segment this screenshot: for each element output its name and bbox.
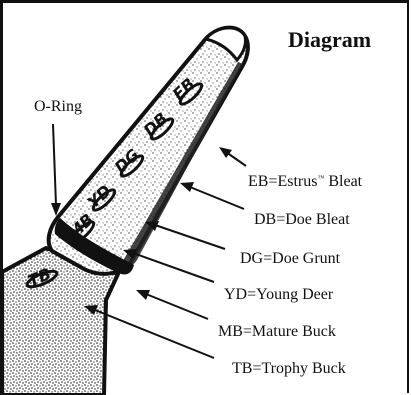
callout-eb: EB=Estrus™ Bleat [248, 174, 362, 190]
callout-db: DB=Doe Bleat [254, 212, 350, 228]
callout-eb-suffix: Bleat [324, 173, 362, 190]
callout-dg: DG=Doe Grunt [240, 251, 340, 267]
callout-eb-text: EB=Estrus [248, 173, 317, 190]
trademark-symbol: ™ [317, 174, 324, 182]
callout-tb: TB=Trophy Buck [232, 361, 346, 377]
diagram-title: Diagram [288, 29, 371, 51]
callout-mb: MB=Mature Buck [218, 324, 336, 340]
callout-yd: YD=Young Deer [224, 287, 333, 303]
o-ring-label: O-Ring [34, 99, 82, 115]
o-ring-arrow [51, 124, 61, 216]
